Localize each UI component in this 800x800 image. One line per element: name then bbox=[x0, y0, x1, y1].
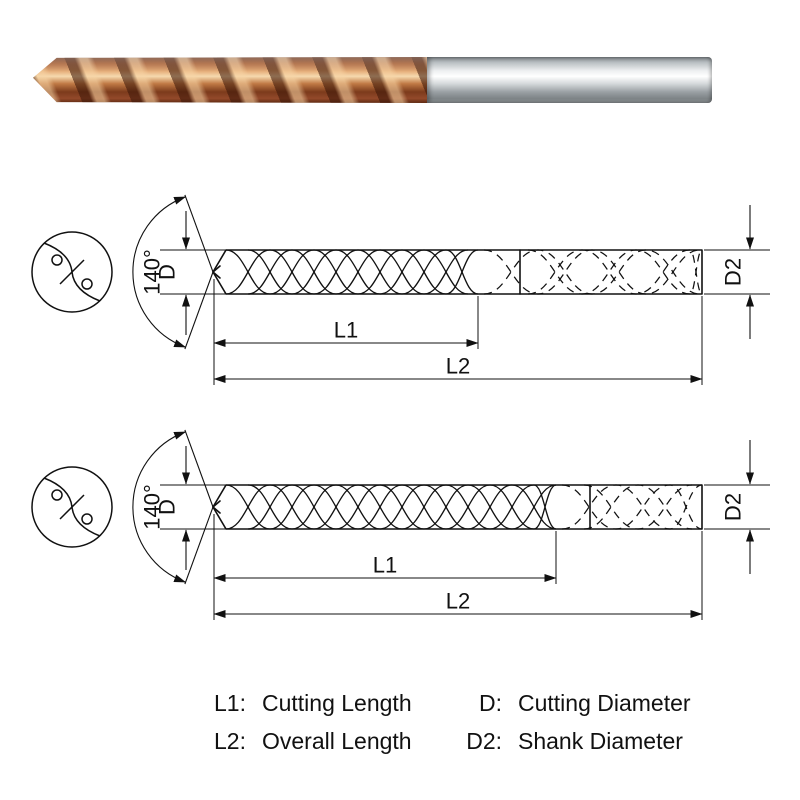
shank-diameter-dimension: D2 bbox=[704, 440, 770, 574]
cutting-length-dimension: L1 bbox=[213, 514, 557, 620]
legend-item-l2: L2: Overall Length bbox=[196, 722, 412, 760]
overall-length-dimension: L2 bbox=[213, 296, 703, 385]
overall-length-label: L2 bbox=[446, 589, 470, 614]
coolant-hole-icon bbox=[51, 489, 63, 501]
drill-side-view bbox=[212, 249, 703, 295]
drill-end-view bbox=[31, 231, 113, 313]
legend-value-d2: Shank Diameter bbox=[518, 727, 683, 754]
cutting-length-label: L1 bbox=[373, 553, 397, 578]
technical-drawing-2: 140° D D2 L1 L bbox=[31, 429, 770, 620]
legend-column-diameters: D: Cutting Diameter D2: Shank Diameter bbox=[452, 684, 691, 760]
legend-value-d: Cutting Diameter bbox=[518, 689, 691, 716]
legend-value-l2: Overall Length bbox=[262, 727, 412, 754]
technical-drawing-1: 140° D D2 L1 L bbox=[31, 194, 770, 385]
overall-length-dimension: L2 bbox=[213, 531, 703, 620]
drill-side-view bbox=[212, 484, 703, 530]
legend-key-l1: L1: bbox=[214, 689, 246, 716]
overall-length-label: L2 bbox=[446, 354, 470, 379]
shank-diameter-dimension: D2 bbox=[704, 205, 770, 339]
drill-flutes-photo bbox=[33, 57, 427, 103]
point-angle-label: 140° bbox=[140, 484, 165, 530]
shank-diameter-label: D2 bbox=[721, 258, 746, 286]
legend-key-l2: L2: bbox=[214, 727, 246, 754]
cutting-diameter-dimension: D bbox=[155, 446, 226, 570]
cutting-diameter-dimension: D bbox=[155, 211, 226, 335]
product-photo bbox=[0, 0, 800, 170]
legend-item-l1: L1: Cutting Length bbox=[196, 684, 412, 722]
legend-column-lengths: L1: Cutting Length L2: Overall Length bbox=[196, 684, 412, 760]
point-angle-label: 140° bbox=[140, 249, 165, 295]
cutting-diameter-label: D bbox=[155, 499, 180, 515]
cutting-length-dimension: L1 bbox=[213, 279, 479, 385]
legend-item-d: D: Cutting Diameter bbox=[452, 684, 691, 722]
point-angle-annotation: 140° bbox=[132, 429, 214, 585]
legend-value-l1: Cutting Length bbox=[262, 689, 412, 716]
legend-key-d: D: bbox=[479, 689, 502, 716]
coolant-hole-icon bbox=[81, 278, 93, 290]
coolant-hole-icon bbox=[51, 254, 63, 266]
drill-end-view bbox=[31, 466, 113, 548]
drill-shank-photo bbox=[427, 57, 712, 103]
legend-item-d2: D2: Shank Diameter bbox=[452, 722, 691, 760]
coolant-hole-icon bbox=[81, 513, 93, 525]
shank-diameter-label: D2 bbox=[721, 493, 746, 521]
legend-key-d2: D2: bbox=[466, 727, 502, 754]
cutting-diameter-label: D bbox=[155, 264, 180, 280]
point-angle-annotation: 140° bbox=[132, 194, 214, 350]
cutting-length-label: L1 bbox=[334, 318, 358, 343]
